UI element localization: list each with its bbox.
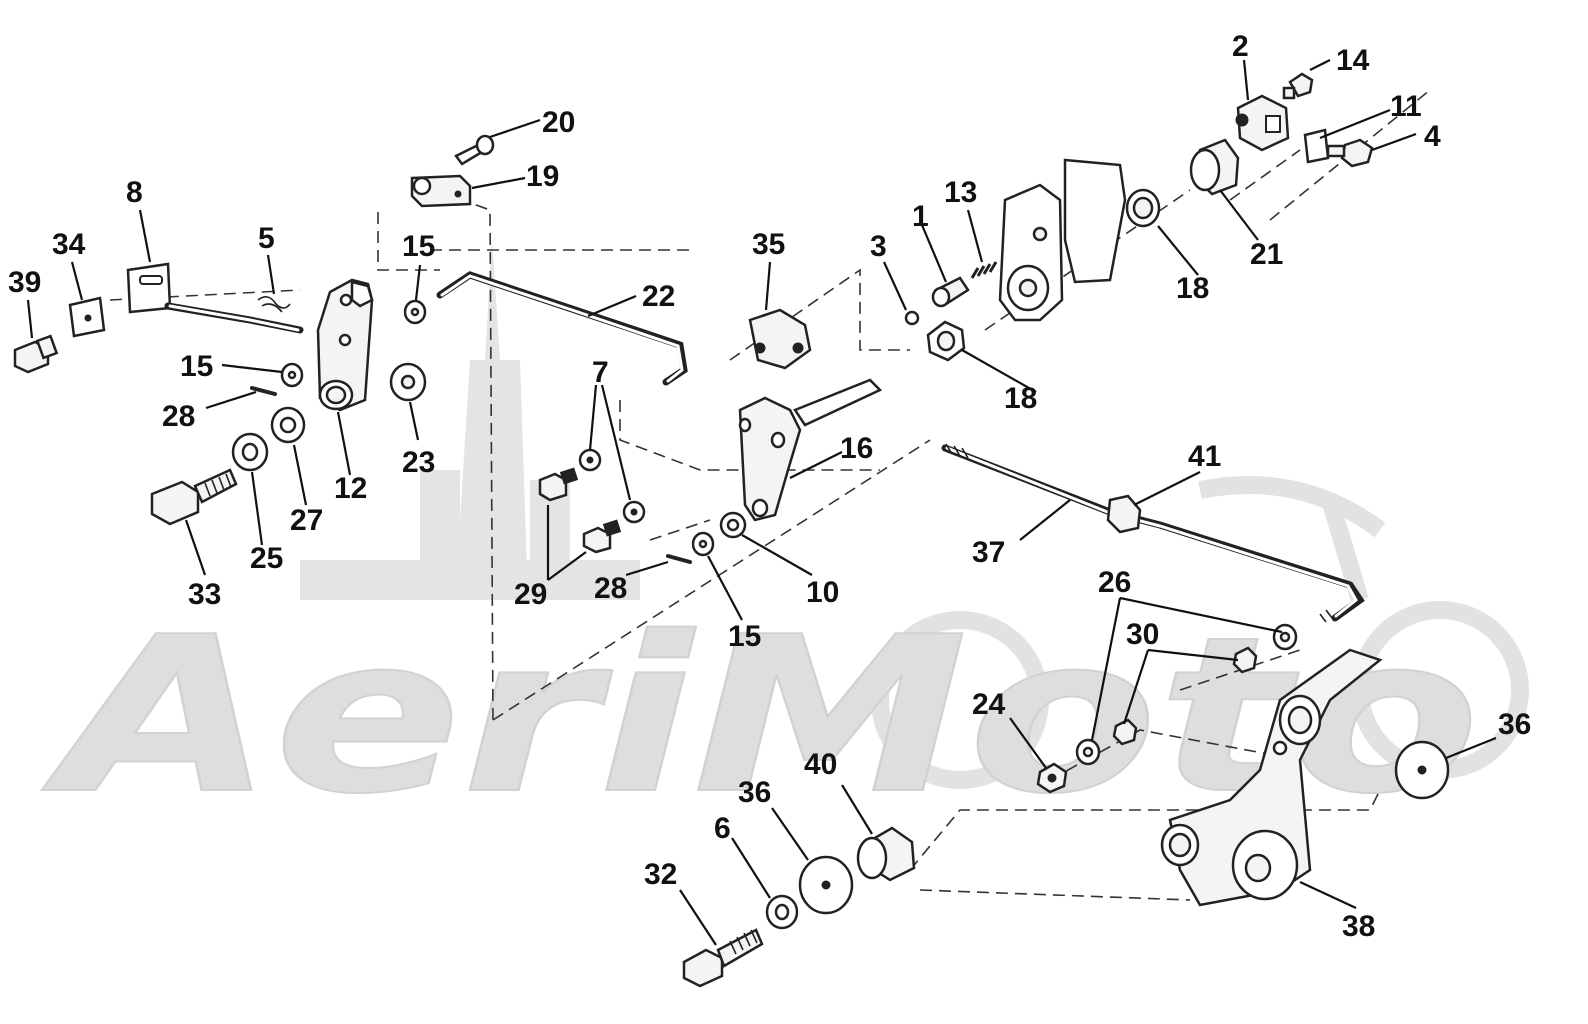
part-30-nut-upper	[1232, 646, 1258, 674]
part-12-lever	[316, 278, 374, 412]
part-15-washer-left	[280, 362, 304, 388]
part-28-pin-mid	[666, 554, 692, 564]
callout-38: 38	[1342, 910, 1375, 943]
part-2-clamp	[1235, 94, 1290, 152]
callout-18-mid: 18	[1004, 382, 1037, 415]
callout-25: 25	[250, 542, 283, 575]
callout-21: 21	[1250, 238, 1283, 271]
part-16-lever	[738, 378, 883, 522]
callout-36-left: 36	[738, 776, 771, 809]
part-32-bolt	[682, 928, 764, 988]
callout-12: 12	[334, 472, 367, 505]
part-3-ball	[904, 310, 920, 326]
part-29-bolt-lower	[582, 519, 622, 554]
watermark-motorcycle-icon	[871, 476, 1529, 789]
callout-4: 4	[1424, 120, 1441, 153]
part-38-pedal	[1160, 648, 1383, 907]
callout-15-upper: 15	[402, 230, 435, 263]
callout-15-left: 15	[180, 350, 213, 383]
part-15-washer-mid	[691, 531, 715, 557]
part-29-bolt-upper	[538, 467, 579, 502]
callout-11: 11	[1390, 90, 1422, 123]
part-18-bushing-mid	[926, 320, 966, 362]
part-30-nut-lower	[1112, 718, 1138, 746]
part-22-rod	[436, 271, 688, 386]
callout-37: 37	[972, 536, 1005, 569]
callout-18-upper: 18	[1176, 272, 1209, 305]
callout-14: 14	[1336, 44, 1370, 77]
callout-1: 1	[912, 200, 929, 233]
part-33-bolt	[150, 468, 238, 526]
callout-28-mid: 28	[594, 572, 627, 605]
part-37-rod	[941, 443, 1365, 623]
part-35-bracket	[748, 308, 812, 370]
part-14-screw	[1282, 72, 1314, 100]
part-6-washer	[765, 894, 799, 930]
callout-29: 29	[514, 578, 547, 611]
part-41-connector	[1106, 494, 1142, 534]
callout-36-right: 36	[1498, 708, 1531, 741]
frame-bracket	[998, 158, 1127, 322]
callout-6: 6	[714, 812, 731, 845]
part-34-plate	[68, 296, 106, 338]
callout-20: 20	[542, 106, 575, 139]
part-15-washer-upper	[403, 299, 427, 325]
callout-40: 40	[804, 748, 837, 781]
callout-35: 35	[752, 228, 785, 261]
part-36-washer-left	[798, 855, 854, 915]
watermark: AeriMoto	[41, 240, 1529, 842]
part-28-pin-left	[250, 386, 277, 396]
callout-5: 5	[258, 222, 275, 255]
part-8-rod	[126, 262, 304, 334]
callout-7: 7	[592, 356, 609, 389]
part-25-washer	[231, 432, 269, 472]
part-24-nut	[1036, 762, 1068, 794]
watermark-text: AeriMoto	[42, 590, 1480, 841]
part-4-bolt	[1326, 138, 1374, 168]
part-7-washer-upper	[578, 448, 602, 472]
part-26-washer-upper	[1272, 623, 1298, 651]
callout-34: 34	[52, 228, 86, 261]
callout-22: 22	[642, 280, 675, 313]
callout-41: 41	[1188, 440, 1221, 473]
part-13-spring	[970, 261, 998, 279]
callout-30: 30	[1126, 618, 1159, 651]
part-18-bushing-upper	[1125, 188, 1161, 228]
callout-labels: 39 34 8 5 15 15 28 27 12 23 25 33 20 19 …	[8, 30, 1531, 943]
part-39-bolt	[13, 334, 59, 374]
part-10-washer	[719, 511, 747, 539]
callout-13: 13	[944, 176, 977, 209]
part-5-clip	[257, 296, 291, 313]
callout-24: 24	[972, 688, 1006, 721]
part-27-washer	[270, 406, 306, 444]
callout-8: 8	[126, 176, 143, 209]
callout-15-mid: 15	[728, 620, 761, 653]
leader-lines	[26, 59, 1497, 946]
callout-27: 27	[290, 504, 323, 537]
part-21-roller	[1189, 138, 1240, 196]
callout-19: 19	[526, 160, 559, 193]
part-26-washer-lower	[1075, 738, 1101, 766]
callout-33: 33	[188, 578, 221, 611]
part-19-block	[410, 174, 472, 208]
callout-26: 26	[1098, 566, 1131, 599]
part-1-bushing	[931, 276, 970, 308]
part-7-washer-lower	[622, 500, 646, 524]
callout-23: 23	[402, 446, 435, 479]
callout-3: 3	[870, 230, 887, 263]
callout-32: 32	[644, 858, 677, 891]
part-40-spacer	[856, 826, 916, 882]
part-11-clip	[1303, 128, 1330, 164]
part-23-washer	[389, 362, 427, 402]
callout-28-left: 28	[162, 400, 195, 433]
callout-2: 2	[1232, 30, 1249, 63]
callout-39: 39	[8, 266, 41, 299]
part-20-pin	[454, 134, 495, 166]
part-36-washer-right	[1394, 740, 1450, 800]
callout-16: 16	[840, 432, 873, 465]
callout-10: 10	[806, 576, 839, 609]
